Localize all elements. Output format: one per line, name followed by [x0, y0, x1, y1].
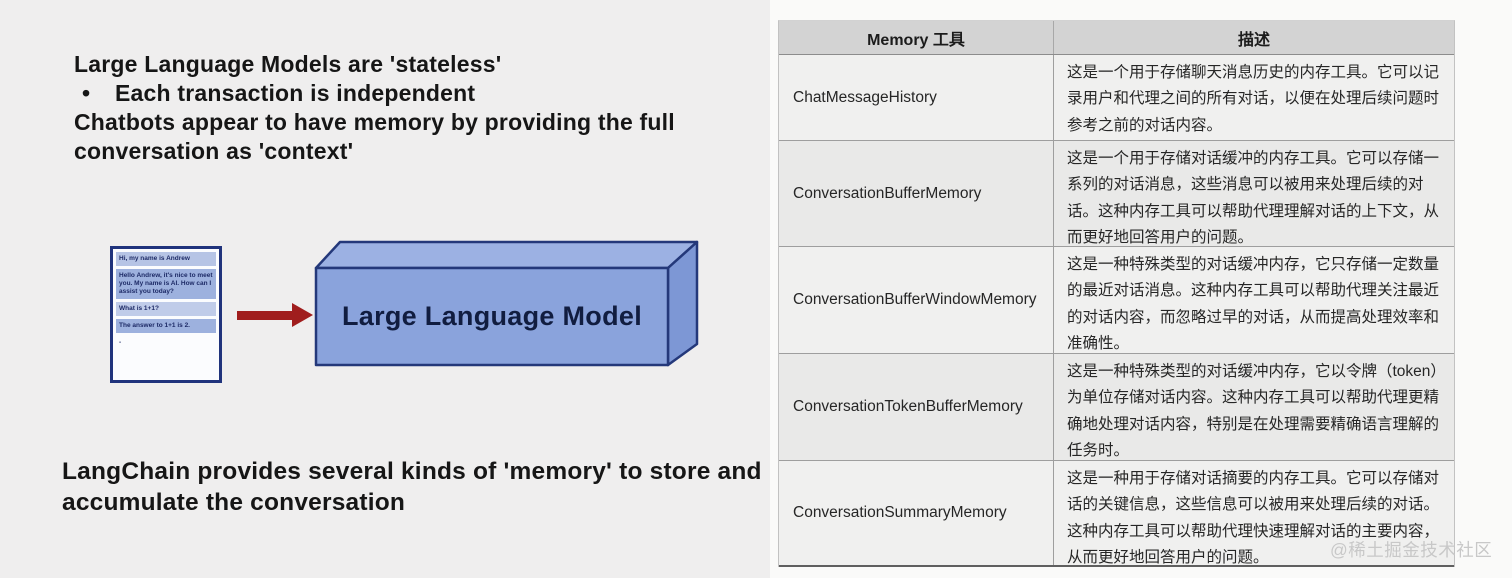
column-header-description: 描述 [1237, 31, 1270, 49]
slide-footer-text: LangChain provides several kinds of 'mem… [62, 458, 762, 516]
memory-tools-table: Memory 工具 描述 ChatMessageHistory 这是一个用于存储… [778, 20, 1455, 567]
slide-heading-line2: Chatbots appear to have memory by provid… [74, 109, 675, 164]
table-row: ConversationTokenBufferMemory 这是一种特殊类型的对… [779, 354, 1454, 461]
slide-heading-line1: Large Language Models are 'stateless' [74, 51, 502, 77]
tool-description-cell: 这是一种特殊类型的对话缓冲内存，它只存储一定数量的最近对话消息。这种内存工具可以… [1067, 256, 1440, 353]
arrow-icon [237, 311, 294, 320]
chat-window-illustration: Hi, my name is Andrew Hello Andrew, it's… [110, 246, 222, 383]
llm-box-label: Large Language Model [341, 301, 643, 331]
table-row: ConversationBufferWindowMemory 这是一种特殊类型的… [779, 247, 1454, 354]
tool-name-cell: ConversationSummaryMemory [779, 461, 1054, 565]
tool-description-cell: 这是一种用于存储对话摘要的内存工具。它可以存储对话的关键信息，这些信息可以被用来… [1067, 470, 1440, 567]
tool-description-cell: 这是一种特殊类型的对话缓冲内存，它以令牌（token）为单位存储对话内容。这种内… [1067, 363, 1440, 460]
tool-name-cell: ConversationTokenBufferMemory [779, 354, 1054, 460]
slide-heading: Large Language Models are 'stateless' • … [74, 50, 774, 166]
tool-name-cell: ChatMessageHistory [779, 55, 1054, 140]
column-header-tool: Memory 工具 [779, 21, 1054, 54]
slide-bullet-text: Each transaction is independent [115, 80, 476, 106]
table-row: ConversationSummaryMemory 这是一种用于存储对话摘要的内… [779, 461, 1454, 567]
tool-name-cell: ConversationBufferMemory [779, 141, 1054, 246]
bullet-icon: • [82, 80, 91, 106]
table-header-row: Memory 工具 描述 [779, 21, 1454, 55]
chat-message: Hello Andrew, it's nice to meet you. My … [116, 269, 216, 299]
llm-3d-box [314, 240, 699, 367]
table-row: ChatMessageHistory 这是一个用于存储聊天消息历史的内存工具。它… [779, 55, 1454, 141]
chat-message: The answer to 1+1 is 2. [116, 319, 216, 333]
tool-description-cell: 这是一个用于存储对话缓冲的内存工具。它可以存储一系列的对话消息，这些消息可以被用… [1067, 150, 1440, 247]
table-row: ConversationBufferMemory 这是一个用于存储对话缓冲的内存… [779, 141, 1454, 247]
slide-bullet-line: • Each transaction is independent [74, 79, 774, 108]
watermark-text: @稀土掘金技术社区 [1330, 540, 1493, 560]
chat-message: What is 1+1? [116, 302, 216, 316]
chat-message: - [119, 339, 122, 346]
tool-description-cell: 这是一个用于存储聊天消息历史的内存工具。它可以记录用户和代理之间的所有对话，以便… [1067, 64, 1440, 134]
tool-name-cell: ConversationBufferWindowMemory [779, 247, 1054, 353]
chat-message: Hi, my name is Andrew [116, 252, 216, 266]
arrow-head-icon [292, 303, 313, 327]
